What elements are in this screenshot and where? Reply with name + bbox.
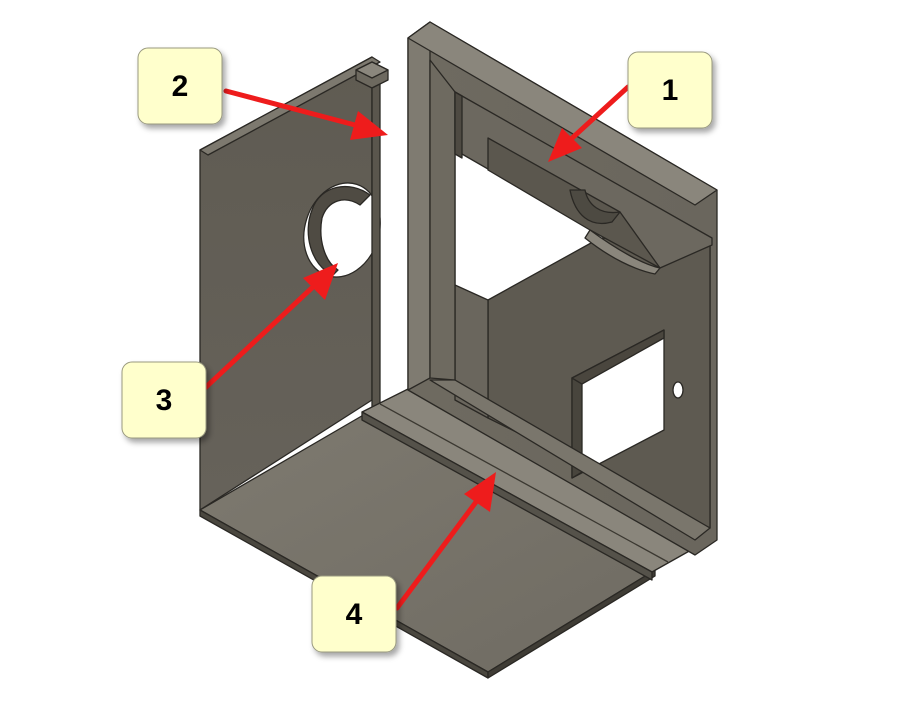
floor-rail-front bbox=[361, 411, 653, 581]
square-cutout-top-depth bbox=[571, 329, 665, 385]
callout-4-label: 4 bbox=[346, 598, 363, 631]
callout-1: 1 bbox=[627, 51, 713, 129]
arrow-2 bbox=[223, 88, 388, 140]
top-ledge-curve bbox=[569, 189, 621, 224]
callout-3: 3 bbox=[121, 361, 207, 439]
enclosure-model bbox=[199, 21, 718, 679]
front-frame-top-edge bbox=[407, 21, 718, 206]
frame-inner-rim-bottom bbox=[429, 379, 711, 541]
callout-3-label: 3 bbox=[156, 384, 173, 417]
callout-2-label: 2 bbox=[172, 70, 189, 103]
base-plate-right-edge bbox=[487, 569, 656, 679]
front-frame-left-edge bbox=[407, 21, 431, 391]
callout-2: 2 bbox=[137, 47, 223, 125]
top-ledge-left-lip bbox=[454, 91, 463, 159]
floor-rail-groove-line bbox=[379, 403, 669, 563]
arrow-3 bbox=[202, 263, 338, 391]
slot-tab-top bbox=[355, 61, 389, 79]
arrow-4 bbox=[394, 472, 496, 611]
top-ledge-bottom-curve bbox=[584, 229, 661, 275]
arrow-1 bbox=[548, 84, 631, 162]
callout-4: 4 bbox=[311, 575, 397, 653]
round-hole-inner-wall bbox=[307, 185, 371, 276]
arrows bbox=[202, 84, 631, 611]
callout-1-label: 1 bbox=[662, 74, 679, 107]
screw-hole bbox=[672, 381, 684, 399]
frame-inner-rim-left bbox=[429, 59, 456, 381]
